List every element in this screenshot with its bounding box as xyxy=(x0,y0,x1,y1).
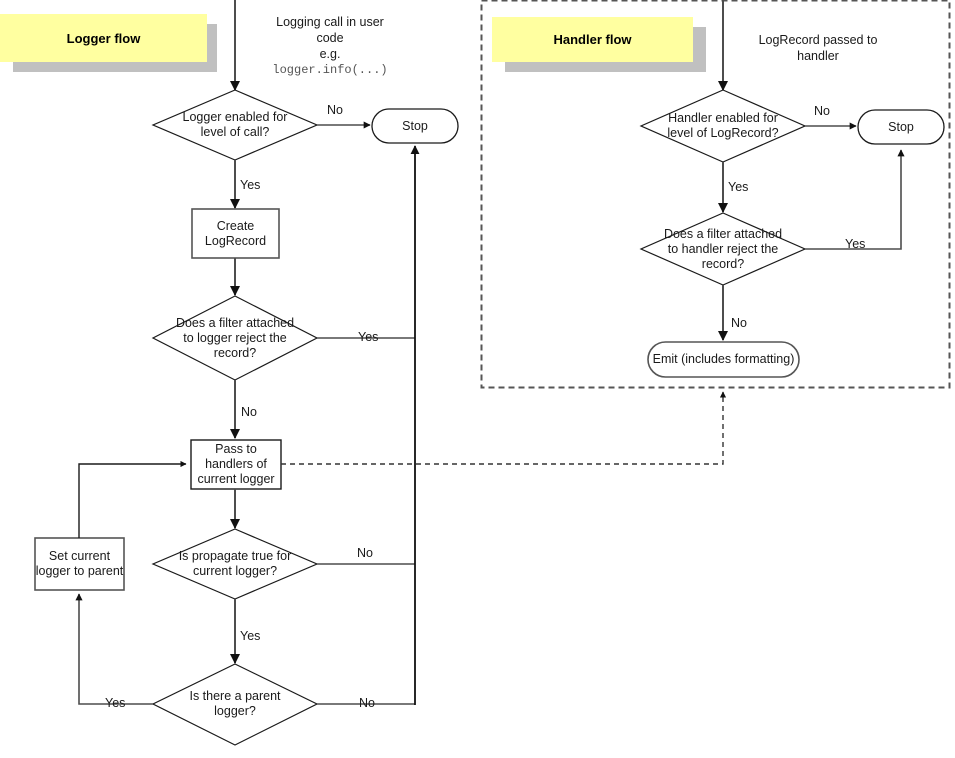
edge-label-handler-filter-yes: Yes xyxy=(845,237,866,251)
node-is-parent xyxy=(151,663,319,746)
edge-label-is-propagate-yes: Yes xyxy=(240,629,261,643)
node-is-propagate xyxy=(151,528,319,600)
handler-entry-caption-line1: LogRecord passed to xyxy=(758,33,878,47)
logger-flow-banner: Logger flow xyxy=(0,14,207,62)
node-handler-stop xyxy=(857,109,945,145)
edge-set-parent-to-handlers xyxy=(78,460,187,538)
logger-entry-caption-code: logger.info(...) xyxy=(272,63,388,77)
node-create-logrecord xyxy=(191,208,280,259)
logger-flow-banner-label: Logger flow xyxy=(66,30,141,46)
handler-flow-container xyxy=(480,0,951,389)
edge-handlers-to-handler-flow xyxy=(281,391,727,465)
logger-entry-caption-line2: code xyxy=(316,31,344,45)
edge-label-is-parent-no: No xyxy=(359,696,375,710)
logger-entry-caption: Logging call in user code e.g. logger.in… xyxy=(240,14,420,78)
node-emit xyxy=(647,341,800,378)
handler-entry-caption-line2: handler xyxy=(797,49,839,63)
edge-label-is-parent-yes: Yes xyxy=(105,696,126,710)
edge-label-is-propagate-no: No xyxy=(357,546,373,560)
handler-entry-caption: LogRecord passed to handler xyxy=(728,32,908,64)
node-logger-stop xyxy=(371,108,459,144)
edge-handler-filter-yes xyxy=(805,149,905,250)
edge-label-logger-enabled-no: No xyxy=(327,103,343,117)
node-handler-enabled xyxy=(639,89,807,163)
logger-entry-caption-line3: e.g. xyxy=(319,47,341,61)
node-pass-to-handlers xyxy=(190,439,282,490)
node-set-current-parent xyxy=(34,537,125,591)
edge-label-logger-filter-yes: Yes xyxy=(358,330,379,344)
node-logger-filter xyxy=(151,295,319,381)
node-logger-enabled xyxy=(151,89,319,161)
logger-entry-caption-line1: Logging call in user xyxy=(276,15,384,29)
edge-is-parent-yes xyxy=(75,593,153,705)
handler-flow-banner-label: Handler flow xyxy=(553,32,632,47)
edge-label-handler-enabled-yes: Yes xyxy=(728,180,749,194)
edge-label-logger-enabled-yes: Yes xyxy=(240,178,261,192)
node-handler-filter xyxy=(639,212,807,286)
edge-label-logger-filter-no: No xyxy=(241,405,257,419)
edge-label-handler-filter-no: No xyxy=(731,316,747,330)
edge-label-handler-enabled-no: No xyxy=(814,104,830,118)
handler-flow-banner: Handler flow xyxy=(492,17,693,62)
